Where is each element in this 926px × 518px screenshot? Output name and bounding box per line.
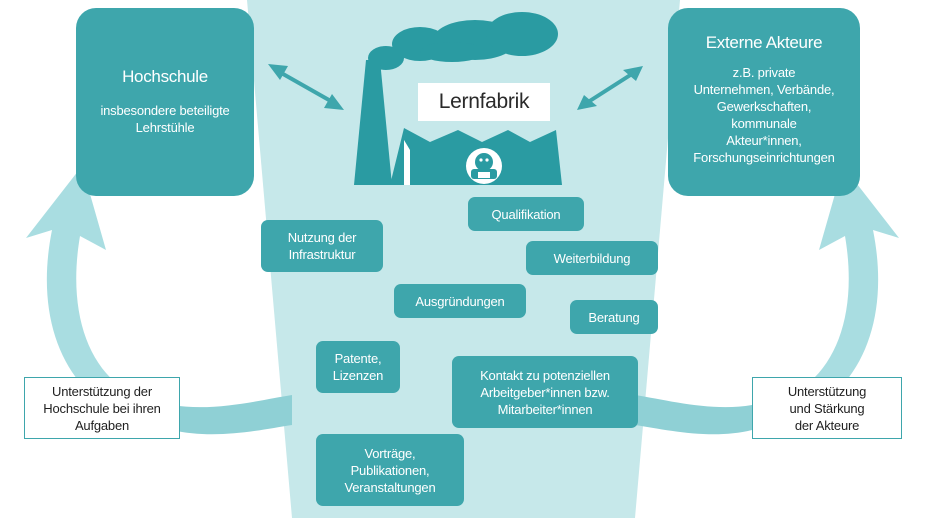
hochschule-title: Hochschule [122,67,208,86]
hochschule-subtitle-line: Lehrstühle [135,120,195,135]
item-weiterbildung: Weiterbildung [526,241,658,275]
mascot-icon [466,148,502,184]
item-line: Kontakt zu potenziellen [480,367,610,383]
item-line: Veranstaltungen [344,479,436,495]
left-cycle-arrow-base [172,395,292,435]
item-line: Vorträge, [364,445,416,461]
externe-subtitle-line: Akteur*innen, [726,133,802,148]
note-line: Unterstützung [787,383,867,399]
right-note-box: Unterstützung und Stärkung der Akteure [752,377,902,439]
hochschule-subtitle-line: insbesondere beteiligte [100,103,230,118]
lernfabrik-label: Lernfabrik [418,83,550,121]
factory-icon [354,12,562,185]
externe-subtitle-line: Unternehmen, Verbände, [693,82,835,97]
item-line: Weiterbildung [553,250,631,266]
left-cycle-arrow [26,166,172,430]
factory-windows [404,140,410,185]
externe-subtitle-line: Forschungseinrichtungen [693,150,835,165]
item-line: Lizenzen [332,368,384,383]
item-line: Patente, [334,351,382,366]
note-line: der Akteure [794,417,860,433]
externe-subtitle-line: z.B. private [732,65,796,80]
note-line: Aufgaben [74,417,130,433]
item-line: Arbeitgeber*innen bzw. [480,384,610,400]
item-beratung: Beratung [570,300,658,334]
externe-subtitle-line: kommunale [731,116,797,131]
item-line: Publikationen, [350,462,430,478]
note-line: Unterstützung der [52,383,152,399]
item-qualifikation: Qualifikation [468,197,584,231]
left-note-box: Unterstützung der Hochschule bei ihren A… [24,377,180,439]
externe-akteure-title: Externe Akteure [705,33,823,52]
right-cycle-arrow [752,166,899,430]
item-line: Beratung [588,309,640,325]
item-line: Mitarbeiter*innen [497,401,593,417]
item-line: Qualifikation [491,206,561,222]
item-line: Infrastruktur [288,247,356,262]
note-line: und Stärkung [789,400,865,416]
hochschule-box: Hochschule insbesondere beteiligte Lehrs… [76,8,254,196]
note-line: Hochschule bei ihren [43,400,161,416]
item-ausgruendungen: Ausgründungen [394,284,526,318]
item-patente-lizenzen: Patente, Lizenzen [316,341,400,393]
right-double-arrow [577,66,643,110]
left-double-arrow [268,64,344,110]
externe-akteure-box: Externe Akteure z.B. private Unternehmen… [668,8,860,196]
externe-subtitle-line: Gewerkschaften, [716,99,812,114]
item-nutzung-der-infrastruktur: Nutzung der Infrastruktur [261,220,383,272]
right-cycle-arrow-base [635,395,752,435]
item-line: Nutzung der [287,230,357,245]
item-kontakt: Kontakt zu potenziellen Arbeitgeber*inne… [452,356,638,428]
item-vortraege: Vorträge, Publikationen, Veranstaltungen [316,434,464,506]
item-line: Ausgründungen [415,293,505,309]
